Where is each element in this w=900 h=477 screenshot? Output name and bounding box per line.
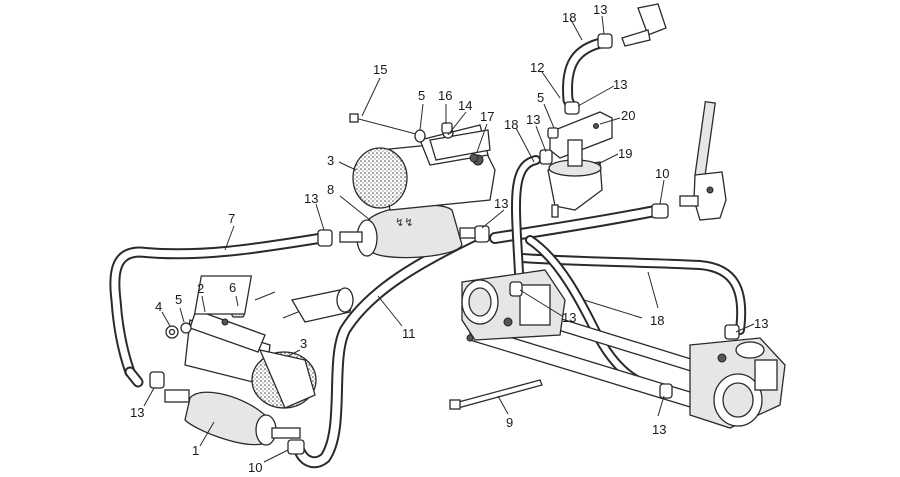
callout-9: 9 [506, 415, 513, 430]
callout-13-top: 13 [593, 2, 607, 17]
callout-13-left: 13 [130, 405, 144, 420]
cable-tie-9 [449, 379, 543, 410]
callout-13-carb-right: 13 [754, 316, 768, 331]
callout-3-upper: 3 [327, 153, 334, 168]
hose-18-vertical [511, 155, 541, 295]
carburetor-right [689, 337, 786, 429]
clamp-13-e [597, 33, 613, 49]
fuel-pump-lower [184, 319, 317, 409]
washer-5-lower [180, 322, 192, 334]
callout-8: 8 [327, 182, 334, 197]
callout-3-lower: 3 [300, 336, 307, 351]
carburetor-left [461, 269, 566, 342]
fuel-filter-19 [547, 139, 603, 218]
clamp-13-d [539, 149, 553, 165]
callout-13-carb-left: 13 [562, 310, 576, 325]
hose-11 [294, 228, 484, 469]
clamp-10-b [651, 203, 669, 219]
callout-20: 20 [621, 108, 635, 123]
callout-10-upper: 10 [655, 166, 669, 181]
hose-sleeve [290, 287, 354, 323]
callout-1: 1 [192, 443, 199, 458]
clamp-13-h [659, 383, 673, 399]
callout-18-left: 18 [504, 117, 518, 132]
callout-5-lower: 5 [175, 292, 182, 307]
callout-14: 14 [458, 98, 472, 113]
svg-text:↯↯: ↯↯ [395, 216, 413, 229]
callout-13-bottom: 13 [652, 422, 666, 437]
hose-lower-left [124, 366, 144, 388]
clamp-13-j [547, 127, 559, 139]
callout-17: 17 [480, 109, 494, 124]
callout-15: 15 [373, 62, 387, 77]
callout-11: 11 [402, 326, 416, 341]
callout-19: 19 [618, 146, 632, 161]
callout-5-filter: 5 [537, 90, 544, 105]
nut-16 [441, 122, 453, 134]
clamp-17 [469, 153, 479, 163]
callout-13-hose7: 13 [304, 191, 318, 206]
callout-5-upper: 5 [418, 88, 425, 103]
callout-labels: 1 2 3 3 4 5 5 5 6 7 8 9 10 10 11 12 13 1… [130, 2, 768, 475]
callout-13-filter8: 13 [494, 196, 508, 211]
callout-2: 2 [197, 281, 204, 296]
callout-12: 12 [530, 60, 544, 75]
nut-4 [165, 325, 179, 339]
clamp-13-c [149, 371, 165, 389]
leader-lines [143, 15, 755, 463]
callout-18-right: 18 [650, 313, 664, 328]
fuel-pump-1 [164, 389, 301, 446]
mount-6 [193, 275, 304, 319]
callout-10-lower: 10 [248, 460, 262, 475]
hose-7 [109, 232, 328, 378]
clamp-13-b [474, 225, 490, 243]
fuel-tap [679, 100, 727, 221]
callout-13-filter19-left: 13 [526, 112, 540, 127]
clamp-10-a [287, 439, 305, 455]
callout-7: 7 [228, 211, 235, 226]
bolt-15 [349, 113, 417, 135]
fitting-top [621, 3, 667, 47]
callout-16: 16 [438, 88, 452, 103]
fuel-filter-8: ↯↯ [339, 204, 483, 259]
hose-18-right [517, 253, 747, 335]
washer-5-upper [414, 129, 426, 143]
hose-18-top [562, 36, 611, 114]
clamp-13-a [317, 229, 333, 247]
bracket-2 [189, 309, 266, 353]
bracket-14 [429, 127, 491, 166]
callout-6: 6 [229, 280, 236, 295]
callout-18-top: 18 [562, 10, 576, 25]
clamp-13-g [724, 324, 740, 340]
callout-4: 4 [155, 299, 162, 314]
clamp-13-i [509, 281, 523, 297]
clamp-13-f [564, 101, 580, 115]
callout-13-filter19-upper: 13 [613, 77, 627, 92]
